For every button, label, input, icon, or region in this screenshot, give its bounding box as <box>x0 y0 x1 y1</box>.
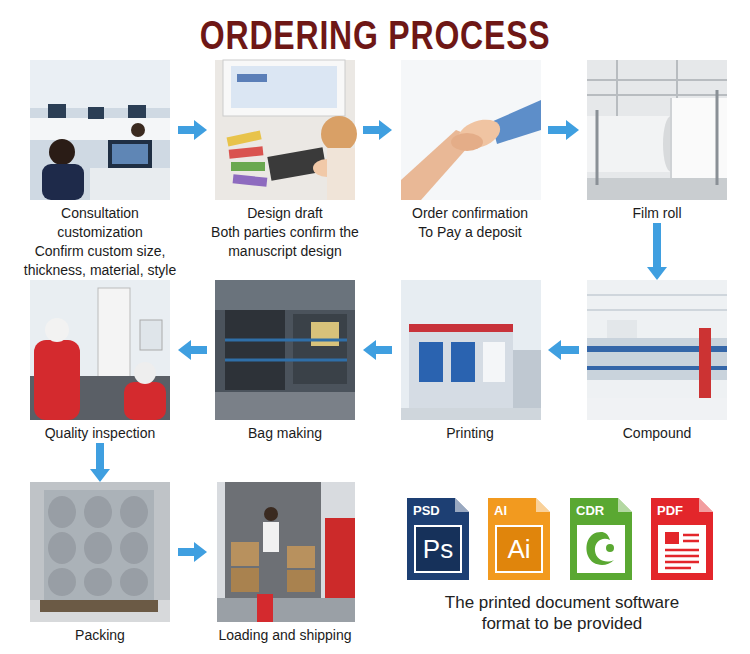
format-name: AI <box>488 498 550 520</box>
photo-compound <box>587 280 727 420</box>
file-format-icon: CDR <box>570 498 632 580</box>
process-step: Bag making <box>207 280 363 443</box>
file-format-icon: AI Ai <box>488 498 550 580</box>
step-title: Packing <box>22 626 178 645</box>
photo-loading <box>217 482 355 622</box>
photo-film-roll <box>587 60 727 200</box>
process-step: Printing <box>392 280 548 443</box>
step-title: Bag making <box>207 424 363 443</box>
flow-arrow <box>561 346 579 354</box>
step-title: Design draft <box>207 204 363 223</box>
format-glyph: Ps <box>415 526 461 572</box>
process-step: Design draftBoth parties confirm the man… <box>207 60 363 261</box>
step-title: Film roll <box>579 204 735 223</box>
step-title: Quality inspection <box>22 424 178 443</box>
flow-arrow <box>376 346 392 354</box>
format-name: PSD <box>407 498 469 520</box>
flow-arrow <box>191 346 207 354</box>
step-title: Consultation customization <box>22 204 178 242</box>
photo-design <box>215 60 357 200</box>
step-title: Loading and shipping <box>207 626 363 645</box>
format-name: CDR <box>570 498 632 520</box>
flow-arrow <box>363 126 379 134</box>
process-step: Film roll <box>579 60 735 223</box>
format-glyph: Ai <box>496 526 542 572</box>
flow-arrow <box>96 443 104 469</box>
step-title: Printing <box>392 424 548 443</box>
process-step: Consultation customizationConfirm custom… <box>22 60 178 280</box>
process-step: Order confirmationTo Pay a deposit <box>392 60 548 242</box>
photo-quality-inspection <box>30 280 170 420</box>
step-title: Order confirmation <box>392 204 548 223</box>
page-title: ORDERING PROCESS <box>200 12 551 58</box>
step-detail: Both parties confirm the manuscript desi… <box>207 223 363 261</box>
step-detail: Confirm custom size, thickness, material… <box>22 242 178 280</box>
photo-bag-making <box>215 280 355 420</box>
process-step: Loading and shipping <box>207 482 363 645</box>
photo-packing <box>30 482 170 622</box>
title-area: ORDERING PROCESS <box>0 12 750 58</box>
process-step: Compound <box>579 280 735 443</box>
process-step: Packing <box>22 482 178 645</box>
photo-printing <box>401 280 541 420</box>
format-name: PDF <box>651 498 713 520</box>
step-title: Compound <box>579 424 735 443</box>
file-format-icon: PDF <box>651 498 713 580</box>
step-detail: To Pay a deposit <box>392 223 548 242</box>
photo-office <box>30 60 170 200</box>
flow-arrow <box>178 126 194 134</box>
file-format-icon: PSD Ps <box>407 498 469 580</box>
flow-arrow <box>548 126 566 134</box>
flow-arrow <box>653 223 661 267</box>
photo-handshake <box>401 60 541 200</box>
flow-arrow <box>178 548 194 556</box>
note-text: The printed document software format to … <box>437 592 687 634</box>
process-step: Quality inspection <box>22 280 178 443</box>
